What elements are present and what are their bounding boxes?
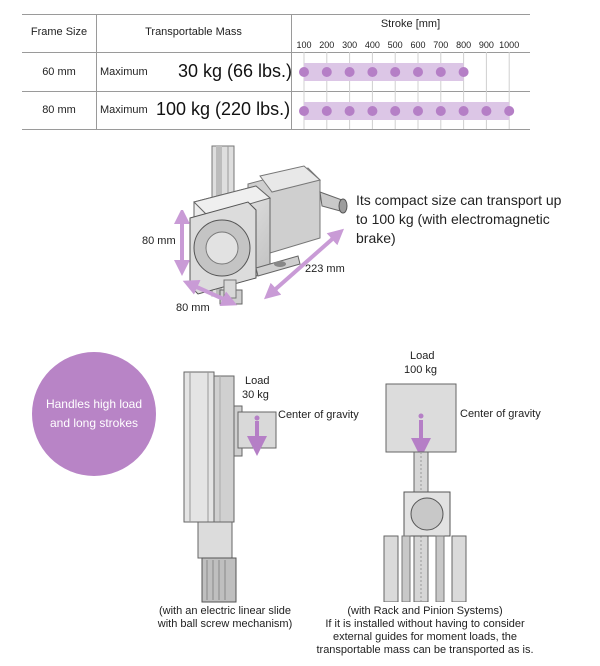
- capacity-callout: Its compact size can transport up to 100…: [356, 192, 562, 246]
- dim-width-label: 80 mm: [176, 302, 210, 314]
- dim-height-label: 80 mm: [142, 235, 176, 247]
- stroke-tick-label: 200: [319, 40, 335, 50]
- stroke-point: [435, 67, 446, 77]
- row-frame-size: 60 mm: [42, 66, 76, 78]
- row-mass: 100 kg (220 lbs.): [156, 99, 291, 119]
- stroke-point: [299, 67, 309, 77]
- row-qualifier: Maximum: [100, 104, 148, 116]
- stroke-point: [458, 106, 469, 116]
- stroke-point: [299, 106, 309, 116]
- dim-length-label: 223 mm: [305, 263, 345, 275]
- stroke-tick-label: 500: [387, 40, 403, 50]
- stroke-point: [367, 106, 378, 116]
- width-dimension-arrow: [182, 279, 238, 307]
- badge-text: Handles high load and long strokes: [45, 397, 143, 430]
- header-transportable-mass: Transportable Mass: [145, 26, 242, 38]
- linear-slide-illustration: [183, 371, 277, 603]
- rack-load-label: Load: [410, 350, 435, 362]
- caption-line: (with an electric linear slide: [158, 605, 292, 617]
- stroke-point: [504, 106, 515, 116]
- caption-line: transportable mass can be transported as…: [316, 644, 534, 656]
- stroke-point: [321, 67, 332, 77]
- row-mass: 30 kg (66 lbs.): [178, 61, 293, 81]
- rack-caption: (with Rack and Pinion Systems) If it is …: [300, 605, 550, 657]
- stroke-point: [390, 106, 401, 116]
- caption-line: with ball screw mechanism): [157, 618, 293, 630]
- caption-line: external guides for moment loads, the: [332, 631, 518, 643]
- stroke-tick-label: 400: [364, 40, 380, 50]
- feature-badge: Handles high load and long strokes: [32, 352, 156, 476]
- stroke-tick-label: 1000: [499, 40, 520, 50]
- stroke-tick-label: 900: [478, 40, 494, 50]
- stroke-point: [413, 67, 423, 77]
- stroke-point: [458, 67, 469, 77]
- caption-line: If it is installed without having to con…: [325, 618, 525, 630]
- stroke-range-bar: [304, 63, 464, 81]
- stroke-point: [367, 67, 378, 77]
- header-frame-size: Frame Size: [30, 26, 88, 38]
- row-frame-size: 80 mm: [42, 104, 76, 116]
- slide-load-label: Load: [245, 375, 270, 387]
- stroke-range-chart: [299, 52, 515, 129]
- stroke-tick-label: 100: [296, 40, 312, 50]
- stroke-point: [344, 67, 355, 77]
- stroke-tick-label: 800: [456, 40, 472, 50]
- slide-caption: (with an electric linear slide with ball…: [130, 605, 320, 631]
- stroke-point: [435, 106, 446, 116]
- rack-load-value: 100 kg: [404, 364, 438, 376]
- dimension-arrows: [174, 210, 344, 307]
- rack-cog-label: Center of gravity: [460, 408, 541, 420]
- stroke-tick-label: 700: [433, 40, 449, 50]
- header-stroke: Stroke [mm]: [380, 18, 441, 30]
- stroke-range-bar: [304, 102, 510, 120]
- stroke-point: [413, 106, 423, 116]
- slide-cog-label: Center of gravity: [278, 409, 359, 421]
- stroke-point: [390, 67, 401, 77]
- stroke-tick-label: 300: [342, 40, 358, 50]
- rack-pinion-illustration: [383, 383, 467, 602]
- caption-line: (with Rack and Pinion Systems): [347, 605, 503, 617]
- stroke-point: [344, 106, 355, 116]
- length-dimension-arrow: [264, 228, 344, 300]
- row-qualifier: Maximum: [100, 66, 148, 78]
- slide-load-value: 30 kg: [242, 389, 269, 401]
- stroke-tick-label: 600: [410, 40, 426, 50]
- stroke-point: [481, 106, 492, 116]
- stroke-point: [321, 106, 332, 116]
